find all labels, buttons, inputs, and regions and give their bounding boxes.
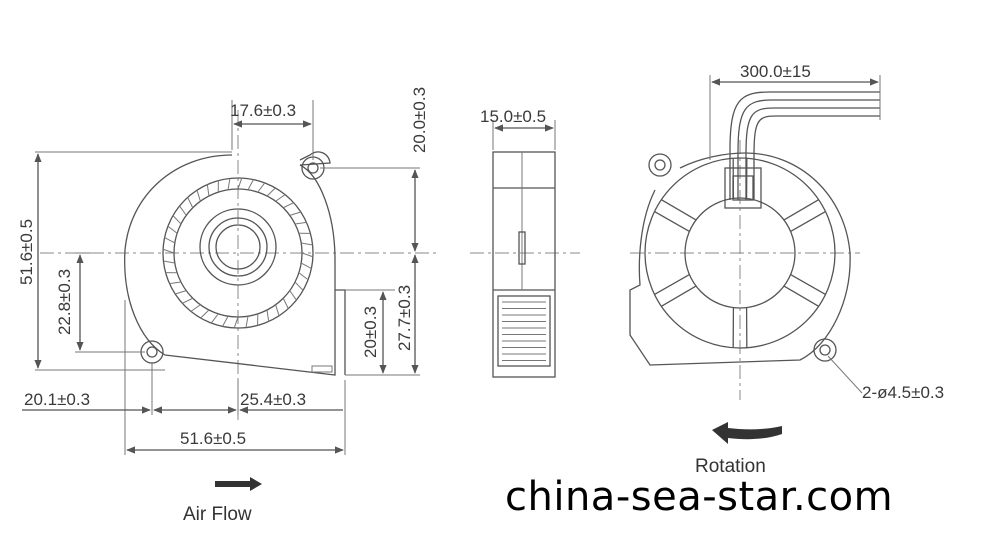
impeller-blade (182, 297, 193, 304)
impeller-blade (233, 316, 239, 329)
impeller-blade (294, 221, 307, 225)
impeller-blade (247, 179, 254, 191)
side-view: 15.0±0.5 (470, 107, 580, 378)
frame-spoke (654, 210, 690, 232)
impeller-blade (300, 262, 312, 269)
impeller-blade (275, 194, 286, 202)
impeller-blade (237, 177, 243, 190)
impeller-blade (210, 313, 219, 324)
impeller-blade (301, 242, 313, 246)
impeller-blade (294, 281, 304, 291)
impeller-blade (245, 316, 249, 328)
dim-outlet-height: 20±0.3 (361, 306, 380, 358)
impeller-blade (283, 202, 294, 209)
dim-outlet-height-top: 20.0±0.3 (410, 87, 429, 153)
watermark-text: china-sea-star.com (505, 474, 894, 520)
impeller-blade (206, 184, 210, 197)
impeller-blade (162, 248, 175, 254)
impeller-blade (190, 304, 201, 312)
impeller-blade (266, 187, 276, 197)
dim-hole-spacing: 25.4±0.3 (240, 390, 306, 409)
dim-top-offset: 17.6±0.3 (230, 101, 296, 120)
impeller-blade (301, 252, 314, 258)
impeller-blade (275, 304, 280, 316)
impeller-blade (187, 197, 194, 208)
rear-view: 300.0±15 2-ø4.5±0.3 Rotation (629, 62, 944, 477)
frame-spoke (661, 199, 697, 221)
impeller-blade (289, 290, 297, 301)
rotation-label: Rotation (695, 456, 766, 477)
dim-outlet-offset: 27.7±0.3 (395, 285, 414, 351)
frame-spoke (783, 199, 819, 221)
impeller-blade (167, 225, 178, 234)
dim-thickness: 15.0±0.5 (480, 107, 546, 126)
impeller-blade (164, 237, 176, 244)
impeller-blade (175, 290, 187, 295)
impeller-blade (200, 309, 210, 319)
front-view: 51.6±0.5 17.6±0.3 20.0±0.3 22.8±0.3 20±0… (17, 87, 440, 525)
impeller-blade (289, 211, 301, 216)
air-flow-label: Air Flow (183, 504, 252, 525)
impeller-blade (298, 272, 309, 281)
dim-lead-length: 300.0±15 (740, 62, 811, 81)
impeller-blade (227, 178, 231, 190)
frame-spoke (783, 285, 819, 307)
impeller-blade (257, 182, 266, 193)
frame-spoke (790, 274, 826, 296)
impeller-blade (169, 281, 182, 285)
dim-width-overall: 51.6±0.5 (180, 429, 246, 448)
dim-mount-holes: 2-ø4.5±0.3 (862, 383, 944, 402)
dim-left-offset: 20.1±0.3 (24, 390, 90, 409)
impeller-blade (196, 190, 201, 202)
impeller-blade (282, 298, 289, 309)
impeller-blade (222, 315, 229, 327)
frame-spoke (654, 274, 690, 296)
impeller-blade (163, 260, 175, 264)
impeller-blades (162, 177, 314, 329)
frame-spoke (661, 285, 697, 307)
dim-hole-vertical: 22.8±0.3 (55, 269, 74, 335)
impeller-blade (266, 309, 270, 322)
impeller-blade (179, 205, 187, 216)
impeller-blade (172, 215, 182, 225)
frame-spoke (790, 210, 826, 232)
dim-height-overall: 51.6±0.5 (17, 219, 36, 285)
outlet-fins (502, 301, 546, 361)
